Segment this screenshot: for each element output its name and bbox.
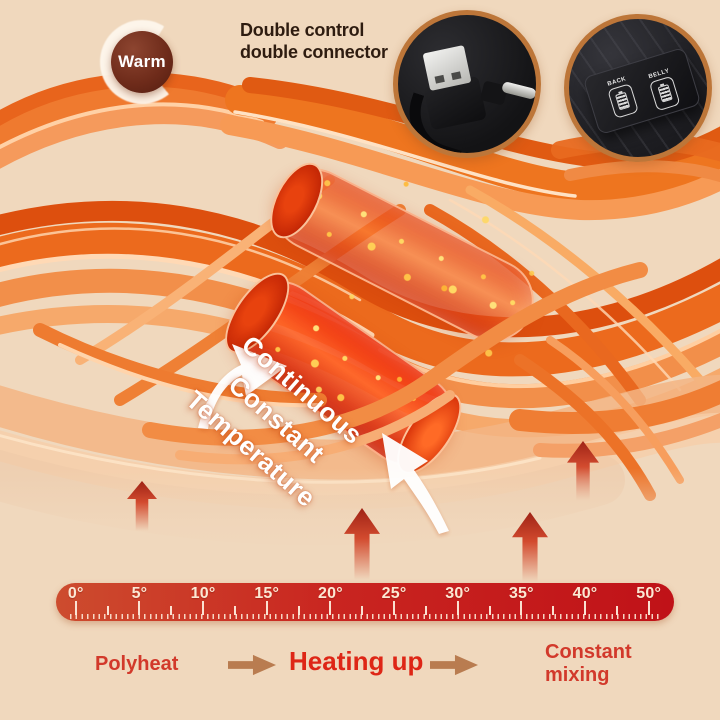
belly-control: BELLY [647,68,681,112]
tick-label: 35° [508,585,534,602]
major-tick [520,601,523,615]
belly-button [649,75,681,112]
usb-slot [434,74,445,84]
title-line-2: double connector [240,41,388,62]
major-tick [329,601,332,615]
tick-label: 10° [190,585,216,602]
back-control: BACK [605,76,639,119]
minor-tick [424,606,427,615]
usb-slot [451,71,462,81]
process-step-constant-mixing: Constant mixing [545,641,632,686]
usb-connector-photo [393,10,541,158]
fine-ticks [70,614,660,619]
major-tick [138,601,141,615]
tick-label: 40° [572,585,598,602]
page-title: Double control double connector [240,20,388,63]
tick-label: 30° [445,585,471,602]
minor-tick [106,606,109,615]
tick-label: 0° [67,585,84,602]
controller-photo: BACK BELLY [564,14,712,162]
curved-arrow-bottom-icon [382,433,449,534]
major-tick [74,601,77,615]
temperature-scale: 0° 5° 10° 15° 20° 25° 30° 35° 40° 50° [56,583,674,621]
minor-tick [488,606,491,615]
process-step-heating-up: Heating up [289,646,424,676]
tick-label: 5° [131,585,148,602]
major-tick [202,601,205,615]
minor-tick [361,606,364,615]
major-tick [584,601,586,615]
minor-tick [615,606,618,615]
tick-label: 15° [254,585,280,602]
tick-label: 25° [381,585,407,602]
battery-icon [657,84,673,103]
major-tick [647,601,650,615]
dc-plug-pin [501,81,536,100]
tick-label: 50° [636,585,662,602]
minor-tick [297,606,300,615]
major-tick [265,601,268,615]
curved-arrow-left-icon [198,344,287,429]
tick-label: 20° [317,585,343,602]
major-tick [456,601,459,615]
minor-tick [170,606,173,615]
badge-label: Warm [111,31,173,93]
battery-icon [615,91,631,111]
warm-badge: Warm [100,20,184,104]
title-line-1: Double control [240,20,365,40]
minor-tick [233,606,236,615]
process-step-polyheat: Polyheat [95,653,179,675]
back-button [606,83,639,119]
major-tick [393,601,396,615]
minor-tick [552,606,555,615]
